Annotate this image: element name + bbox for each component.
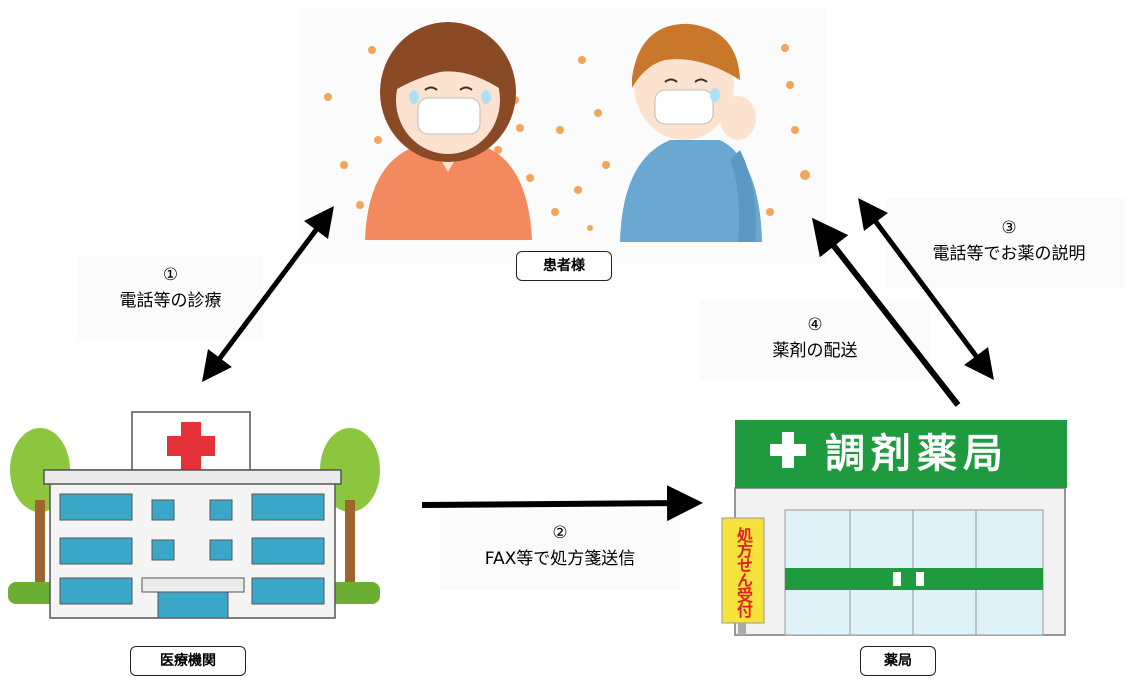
step1-number: ① — [162, 265, 179, 285]
arrow-step2 — [421, 485, 703, 522]
step4-text: 薬剤の配送 — [772, 341, 858, 361]
arrow-step1-bidirectional — [202, 206, 334, 382]
step4-label: ④ 薬剤の配送 — [740, 312, 890, 364]
arrow-step4 — [811, 217, 961, 407]
woman-patient-illustration — [365, 22, 532, 240]
prescription-counter-sign: 処方せん受付 — [734, 527, 753, 617]
pharmacy-sign-text: 調剤薬局 — [825, 431, 1009, 477]
step4-number: ④ — [807, 315, 823, 335]
arrow-step3-bidirectional — [858, 197, 994, 381]
step3-number: ③ — [1001, 218, 1017, 238]
hospital-illustration — [8, 411, 380, 619]
step2-panel — [440, 510, 680, 590]
step3-label: ③ 電話等でお薬の説明 — [900, 215, 1118, 267]
man-patient-illustration — [620, 23, 762, 242]
step2-number: ② — [552, 523, 568, 543]
step2-text: FAX等で処方箋送信 — [484, 549, 636, 569]
step1-label: ① 電話等の診療 — [88, 262, 253, 314]
step3-text: 電話等でお薬の説明 — [932, 244, 1086, 264]
hospital-label: 医療機関 — [130, 646, 246, 676]
patient-label: 患者様 — [516, 251, 612, 281]
pharmacy-illustration — [721, 420, 1067, 636]
step2-label: ② FAX等で処方箋送信 — [445, 520, 675, 572]
step1-text: 電話等の診療 — [119, 291, 222, 311]
pharmacy-label: 薬局 — [860, 646, 936, 676]
